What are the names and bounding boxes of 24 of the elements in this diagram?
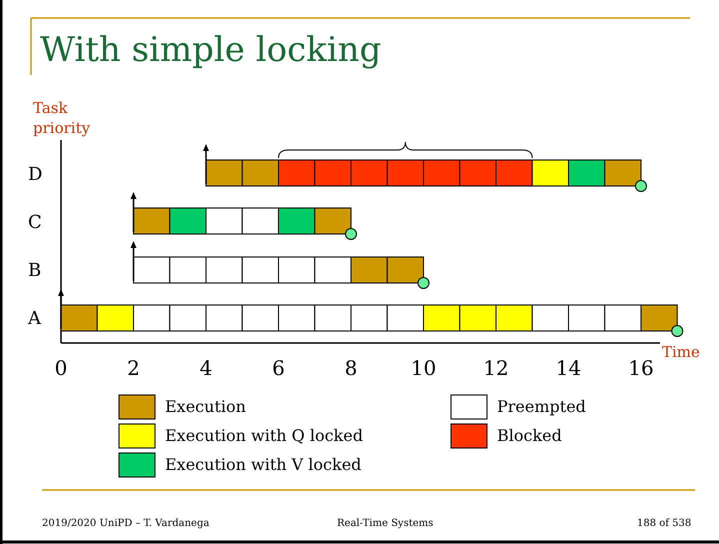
tick-label: 14 [556,356,582,380]
tick-label: 6 [272,356,285,380]
tick-label: 16 [628,356,654,380]
task-label: D [28,164,42,185]
axis-title: Time [662,343,700,361]
footer-text: 188 of 538 [637,518,692,529]
footer-text: Real-Time Systems [337,518,434,529]
tick-label: 8 [344,356,358,380]
legend-label: Blocked [497,426,562,445]
legend-label: Execution with V locked [165,455,362,474]
slide-title: With simple locking [40,30,382,70]
legend-label: Preempted [497,397,586,416]
axis-title: Task priority [33,98,92,138]
tick-label: 10 [410,356,436,380]
task-label: A [28,308,41,329]
footer-text: 2019/2020 UniPD – T. Vardanega [42,518,210,529]
tick-label: 0 [54,356,68,380]
tick-label: 2 [127,356,140,380]
tick-label: 12 [483,356,509,380]
tick-label: 4 [200,356,212,380]
task-label: B [28,260,42,281]
legend-label: Execution [165,397,246,416]
legend-label: Execution with Q locked [165,426,363,445]
task-label: C [28,212,42,233]
